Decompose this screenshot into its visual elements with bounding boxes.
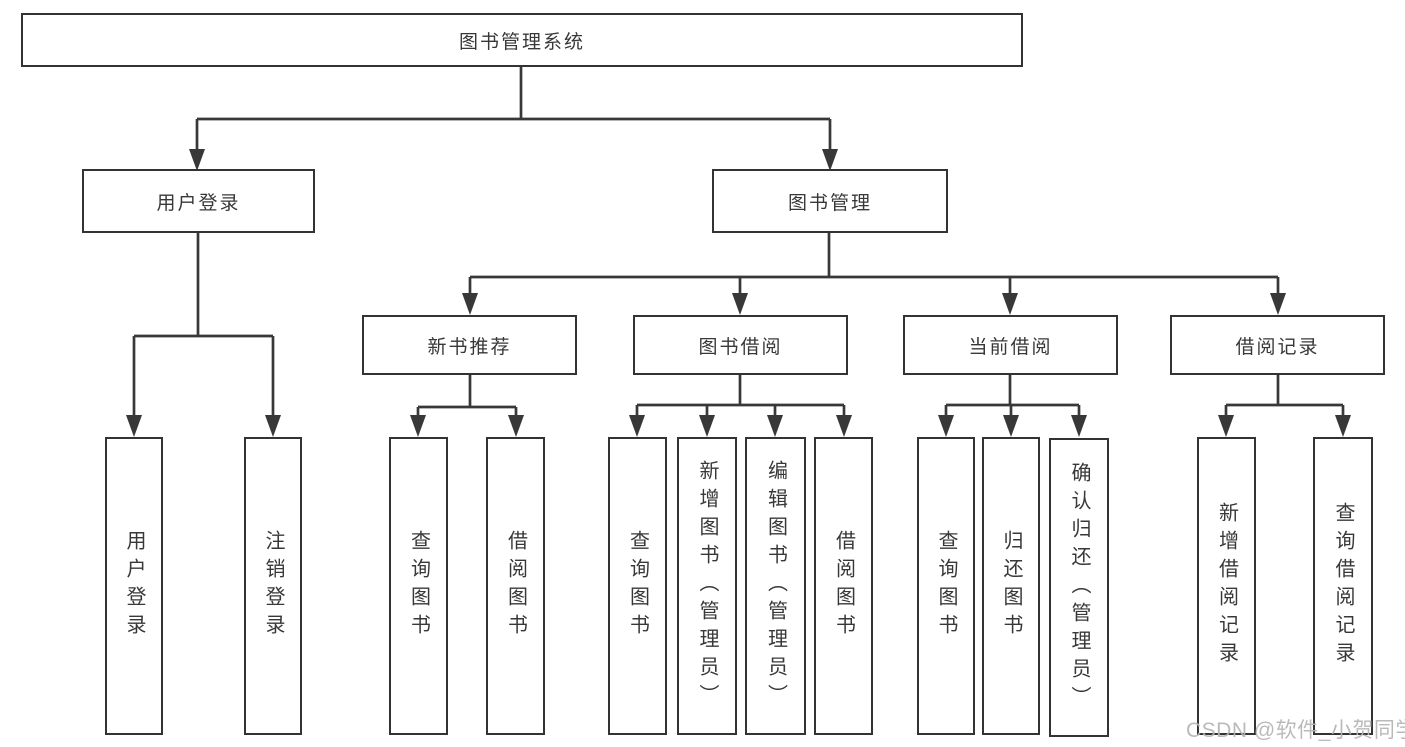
leaf-add-borrow-record: 新增借阅记录 xyxy=(1197,437,1256,735)
leaf-label: 注销登录 xyxy=(262,530,284,642)
leaf-return-books: 归还图书 xyxy=(982,437,1040,735)
leaf-borrow-books: 借阅图书 xyxy=(814,437,873,735)
node-book-borrowing: 图书借阅 xyxy=(633,315,848,375)
leaf-query-borrow-record: 查询借阅记录 xyxy=(1313,437,1373,735)
leaf-logout: 注销登录 xyxy=(244,437,302,735)
leaf-label: 查询借阅记录 xyxy=(1332,502,1354,670)
arrow-down-icon xyxy=(1071,415,1087,437)
csdn-watermark: CSDN @软件_小贺同学 xyxy=(1186,719,1405,742)
leaf-label: 编辑图书（管理员） xyxy=(764,460,787,712)
leaf-user-login: 用户登录 xyxy=(105,437,163,735)
arrow-down-icon xyxy=(629,415,645,437)
arrow-down-icon xyxy=(462,293,478,315)
leaf-label: 新增图书（管理员） xyxy=(696,460,718,712)
node-book-management: 图书管理 xyxy=(712,169,948,233)
leaf-add-books-admin: 新增图书（管理员） xyxy=(677,437,737,735)
node-current-borrowing: 当前借阅 xyxy=(903,315,1118,375)
leaf-label: 查询图书 xyxy=(407,530,430,642)
leaf-label: 查询图书 xyxy=(935,530,957,642)
leaf-edit-books-admin: 编辑图书（管理员） xyxy=(745,437,806,735)
arrow-down-icon xyxy=(1218,415,1234,437)
arrow-down-icon xyxy=(189,149,205,171)
arrow-down-icon xyxy=(508,415,524,437)
arrow-down-icon xyxy=(699,415,715,437)
arrow-down-icon xyxy=(836,415,852,437)
leaf-label: 新增借阅记录 xyxy=(1215,502,1238,670)
arrow-down-icon xyxy=(822,149,838,171)
leaf-recommend-query-books: 查询图书 xyxy=(389,437,448,735)
leaf-label: 归还图书 xyxy=(1000,530,1022,642)
node-library-management-system: 图书管理系统 xyxy=(21,13,1023,67)
leaf-label: 借阅图书 xyxy=(832,530,855,642)
node-user-login: 用户登录 xyxy=(82,169,315,233)
arrow-down-icon xyxy=(126,415,142,437)
arrow-down-icon xyxy=(265,415,281,437)
arrow-down-icon xyxy=(732,293,748,315)
leaf-borrowing-query-books: 查询图书 xyxy=(608,437,667,735)
arrow-down-icon xyxy=(1270,293,1286,315)
arrow-down-icon xyxy=(1002,293,1018,315)
arrow-down-icon xyxy=(1003,415,1019,437)
arrow-down-icon xyxy=(938,415,954,437)
leaf-label: 用户登录 xyxy=(123,530,145,642)
leaf-label: 借阅图书 xyxy=(504,530,527,642)
arrow-down-icon xyxy=(410,415,426,437)
arrow-down-icon xyxy=(767,415,783,437)
leaf-confirm-return-admin: 确认归还（管理员） xyxy=(1049,438,1109,737)
leaf-label: 确认归还（管理员） xyxy=(1068,461,1090,714)
arrow-down-icon xyxy=(1335,415,1351,437)
node-borrowing-records: 借阅记录 xyxy=(1170,315,1385,375)
leaf-recommend-borrow-books: 借阅图书 xyxy=(486,437,545,735)
leaf-label: 查询图书 xyxy=(626,530,649,642)
node-new-book-recommend: 新书推荐 xyxy=(362,315,577,375)
leaf-current-query-books: 查询图书 xyxy=(917,437,975,735)
